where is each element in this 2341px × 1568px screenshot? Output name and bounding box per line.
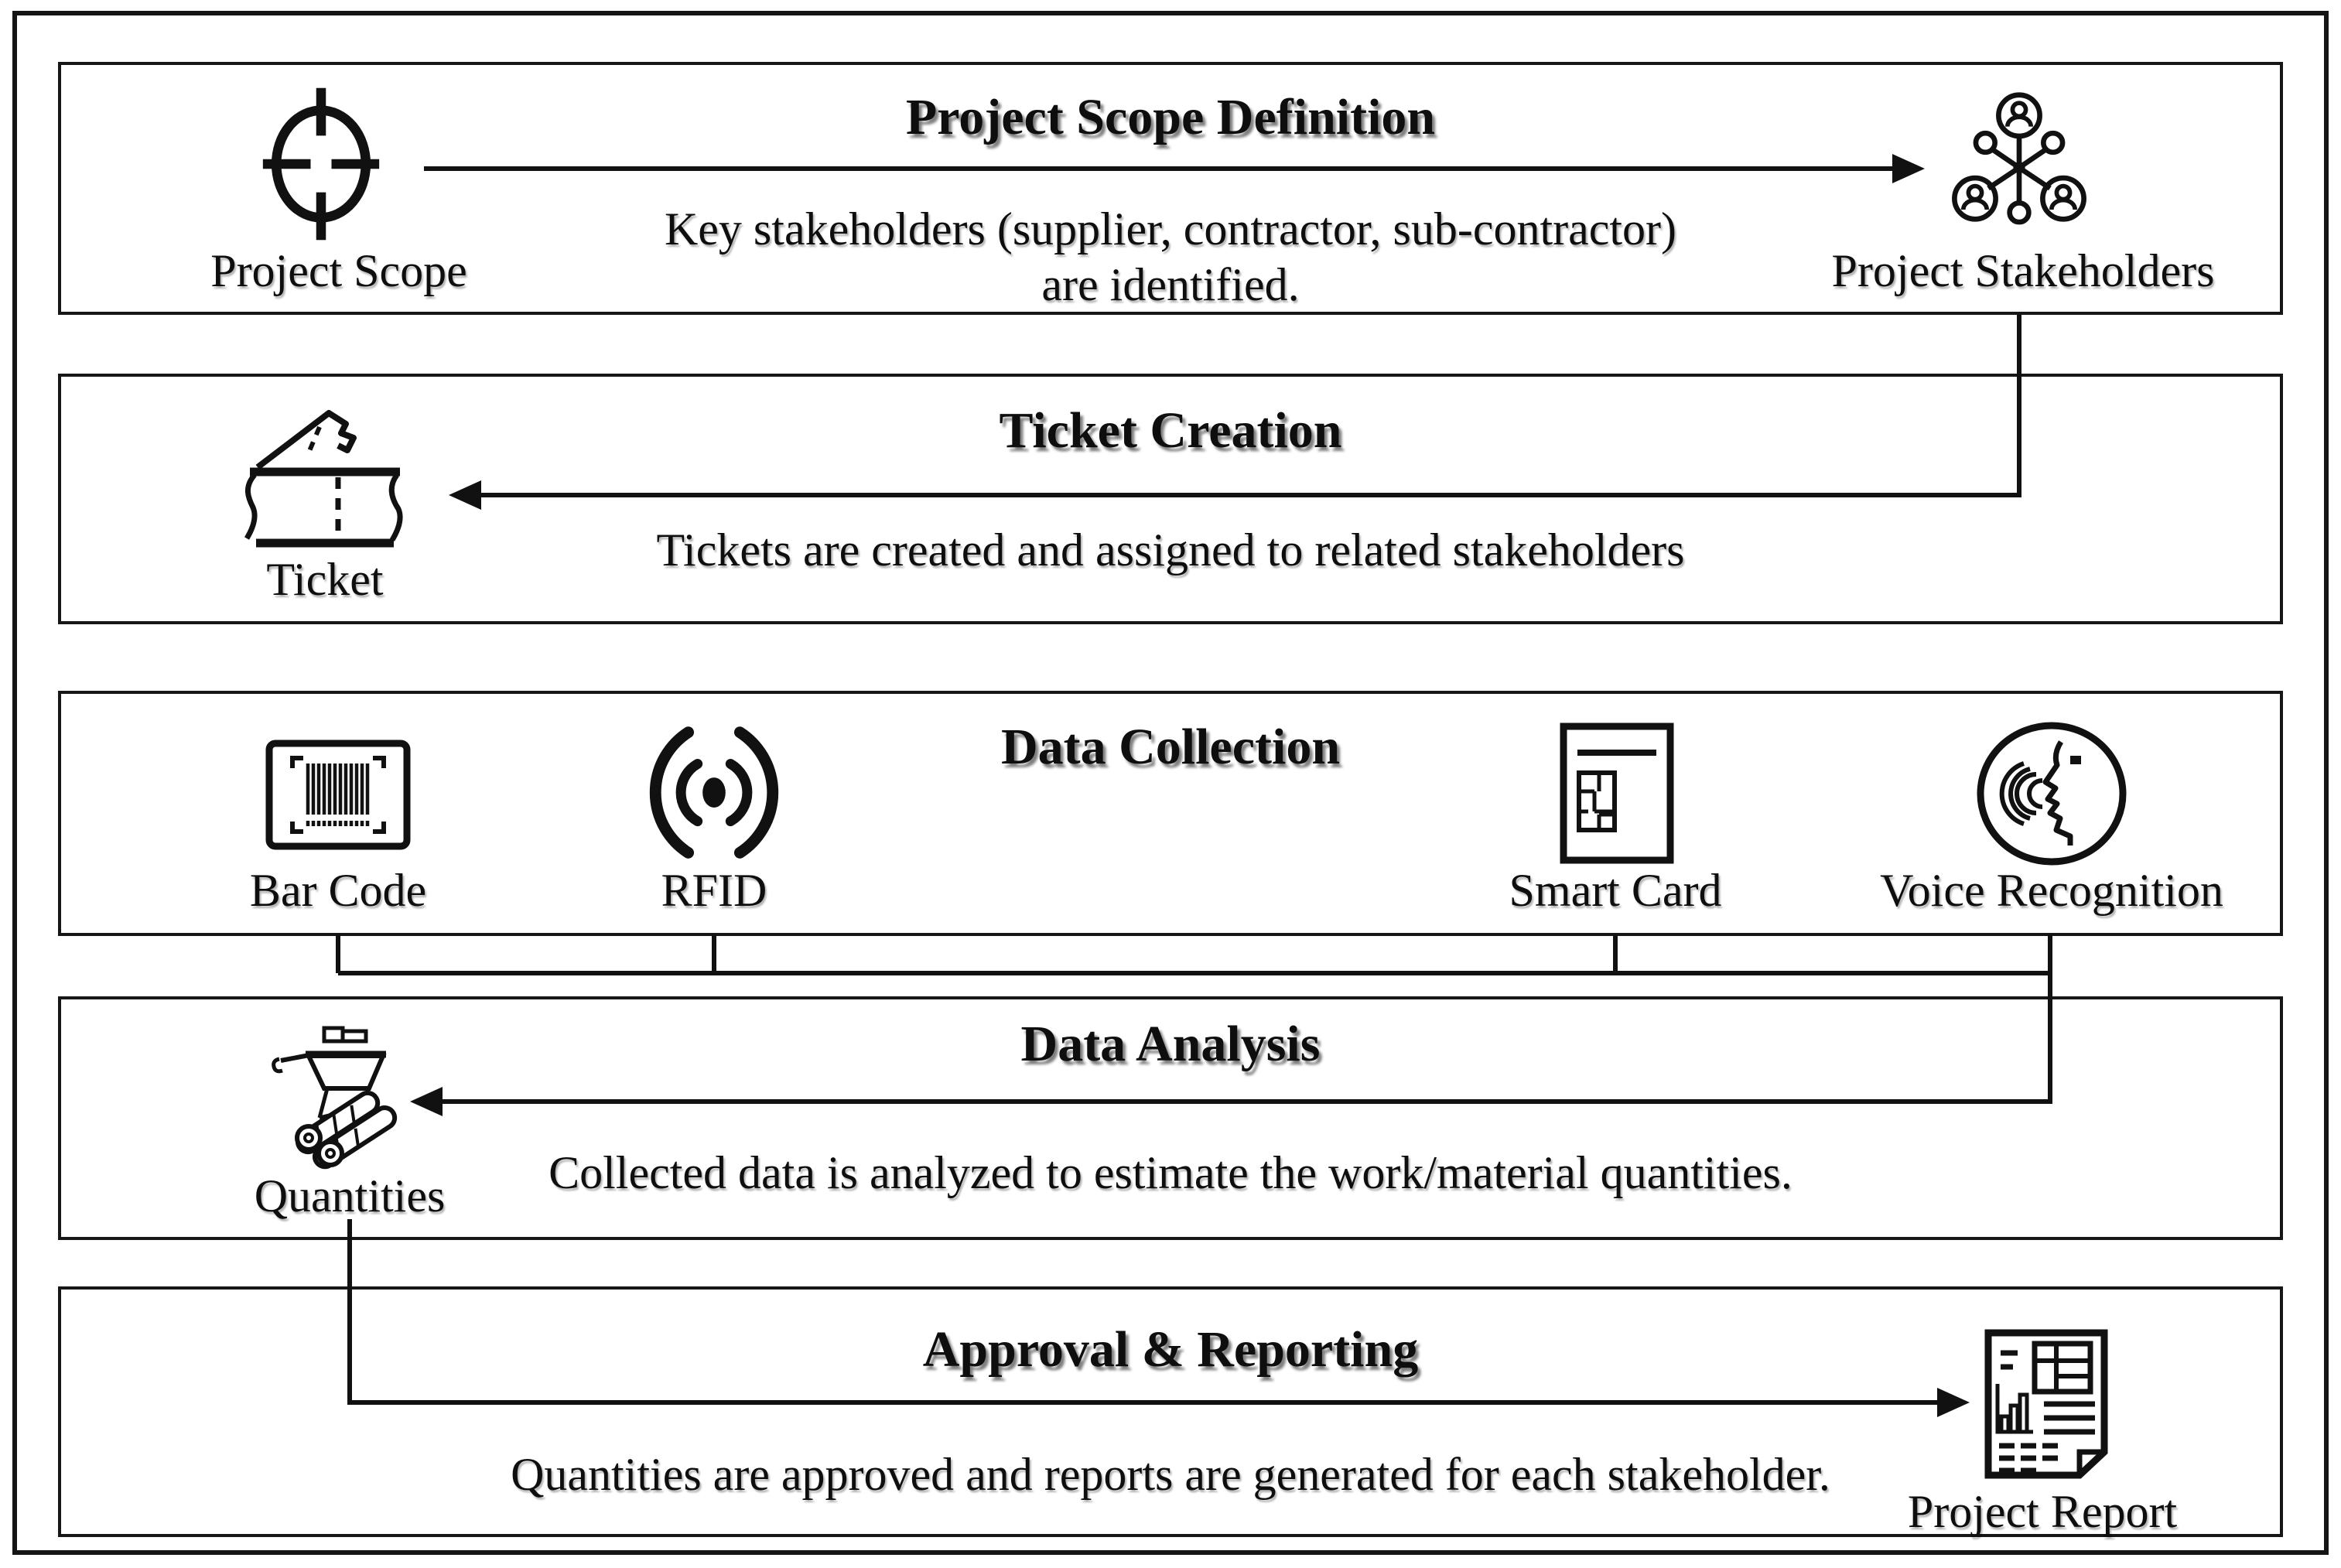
barcode-icon [265,739,412,851]
stage-description-line2: are identified. [1041,259,1300,310]
item-label-voice-recognition: Voice Recognition [1880,865,2223,916]
report-document-icon [1980,1327,2112,1481]
stage-description: Quantities are approved and reports are … [511,1449,1830,1500]
stage-description-line1: Key stakeholders (supplier, contractor, … [664,203,1677,255]
target-icon [253,82,389,246]
stage-box-data-analysis [58,996,2283,1240]
arrow-quantities-to-report [347,1219,1937,1405]
ticket-icon [228,401,422,555]
arrowhead-right-report [1937,1388,1970,1417]
stage-title: Ticket Creation [999,402,1342,459]
stage-title: Project Scope Definition [905,89,1436,145]
wheelbarrow-icon [268,1023,431,1170]
voice-recognition-icon [1974,720,2129,867]
item-label-project-scope: Project Scope [210,245,467,296]
arrow-stakeholders-to-ticket [481,315,2021,497]
item-label-ticket: Ticket [266,554,384,605]
arrowhead-right-stakeholders [1892,154,1925,183]
collection-stub-lines [336,934,1618,973]
stage-description: Tickets are created and assigned to rela… [656,524,1685,576]
arrowhead-left-quantities [410,1087,443,1116]
stage-box-approval-reporting [58,1286,2283,1537]
item-label-project-report: Project Report [1907,1486,2178,1537]
arrow-collection-to-quantities [441,934,2052,1104]
item-label-project-stakeholders: Project Stakeholders [1831,245,2215,296]
stage-description: Collected data is analyzed to estimate t… [549,1147,1792,1198]
smart-card-icon [1559,722,1675,865]
stage-title: Approval & Reporting [922,1321,1419,1378]
stage-box-data-collection [58,691,2283,936]
item-label-bar-code: Bar Code [249,865,427,916]
item-label-rfid: RFID [661,865,767,916]
stage-box-ticket-creation [58,374,2283,624]
stage-box-project-scope-definition [58,62,2283,315]
item-label-smart-card: Smart Card [1509,865,1722,916]
rfid-icon [621,719,807,866]
stage-title: Data Analysis [1020,1016,1321,1072]
item-label-quantities: Quantities [254,1170,446,1221]
stage-title: Data Collection [1000,719,1341,775]
stakeholder-network-icon [1946,89,2093,241]
arrowhead-left-ticket [449,480,481,510]
page-border [12,11,2329,1555]
